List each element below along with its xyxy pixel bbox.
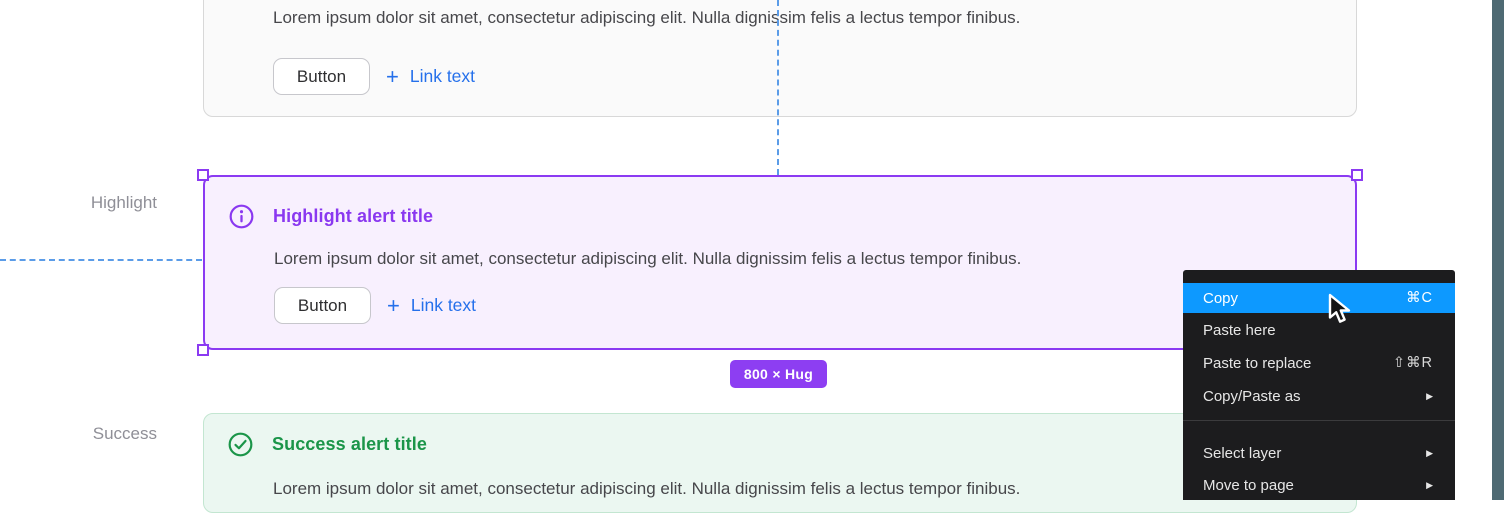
- right-panel-edge: [1492, 0, 1504, 500]
- info-icon: [229, 204, 254, 229]
- menu-item-label: Select layer: [1203, 444, 1282, 462]
- row-label-success: Success: [92, 424, 157, 443]
- row-label-highlight: Highlight: [90, 193, 157, 212]
- menu-item-label: Paste here: [1203, 321, 1276, 339]
- menu-item-label: Move to page: [1203, 476, 1294, 494]
- alert-card-success[interactable]: Success alert title Lorem ipsum dolor si…: [203, 413, 1357, 513]
- alert-button[interactable]: Button: [273, 58, 370, 95]
- alert-body-text: Lorem ipsum dolor sit amet, consectetur …: [274, 249, 1022, 268]
- alert-link[interactable]: + Link text: [387, 292, 477, 318]
- plus-icon: +: [387, 292, 400, 318]
- mouse-cursor-icon: [1328, 293, 1351, 323]
- alert-link[interactable]: + Link text: [386, 63, 476, 89]
- plus-icon: +: [386, 63, 399, 89]
- vertical-alignment-guide: [777, 0, 779, 175]
- alert-link-label: Link text: [409, 66, 476, 86]
- alert-link-label: Link text: [410, 295, 477, 315]
- menu-item-label: Copy: [1203, 289, 1239, 307]
- shortcut-paste-to-replace: ⇧⌘R: [1392, 355, 1433, 371]
- menu-item-label: Paste to replace: [1203, 354, 1312, 372]
- submenu-arrow-icon: ▶: [1426, 390, 1433, 401]
- alert-card-highlight[interactable]: Highlight alert title Lorem ipsum dolor …: [203, 175, 1357, 350]
- menu-item-paste-to-replace[interactable]: Paste to replace ⇧⌘R: [1183, 348, 1455, 378]
- menu-item-paste-here[interactable]: Paste here: [1183, 315, 1455, 345]
- menu-item-copy-paste-as[interactable]: Copy/Paste as ▶: [1183, 381, 1455, 411]
- selection-handle-top-right[interactable]: [1351, 169, 1363, 181]
- selection-size-badge: 800 × Hug: [730, 360, 827, 388]
- alert-title: Highlight alert title: [273, 206, 434, 226]
- menu-item-label: Copy/Paste as: [1203, 387, 1301, 405]
- alert-body-text: Lorem ipsum dolor sit amet, consectetur …: [273, 479, 1021, 498]
- alert-body-text: Lorem ipsum dolor sit amet, consectetur …: [273, 8, 1021, 27]
- selection-handle-top-left[interactable]: [197, 169, 209, 181]
- check-circle-icon: [228, 432, 253, 457]
- menu-item-copy[interactable]: Copy ⌘C: [1183, 283, 1455, 313]
- menu-item-select-layer[interactable]: Select layer ▶: [1183, 438, 1455, 468]
- horizontal-alignment-guide: [0, 259, 202, 261]
- selection-handle-bottom-left[interactable]: [197, 344, 209, 356]
- submenu-arrow-icon: ▶: [1426, 479, 1433, 490]
- menu-separator: [1183, 420, 1455, 421]
- alert-button[interactable]: Button: [274, 287, 371, 324]
- alert-card-neutral[interactable]: Lorem ipsum dolor sit amet, consectetur …: [203, 0, 1357, 117]
- menu-item-move-to-page[interactable]: Move to page ▶: [1183, 470, 1455, 500]
- shortcut-copy: ⌘C: [1406, 290, 1433, 306]
- context-menu: Copy ⌘C Paste here Paste to replace ⇧⌘R …: [1183, 270, 1455, 500]
- alert-title: Success alert title: [272, 434, 427, 454]
- submenu-arrow-icon: ▶: [1426, 447, 1433, 458]
